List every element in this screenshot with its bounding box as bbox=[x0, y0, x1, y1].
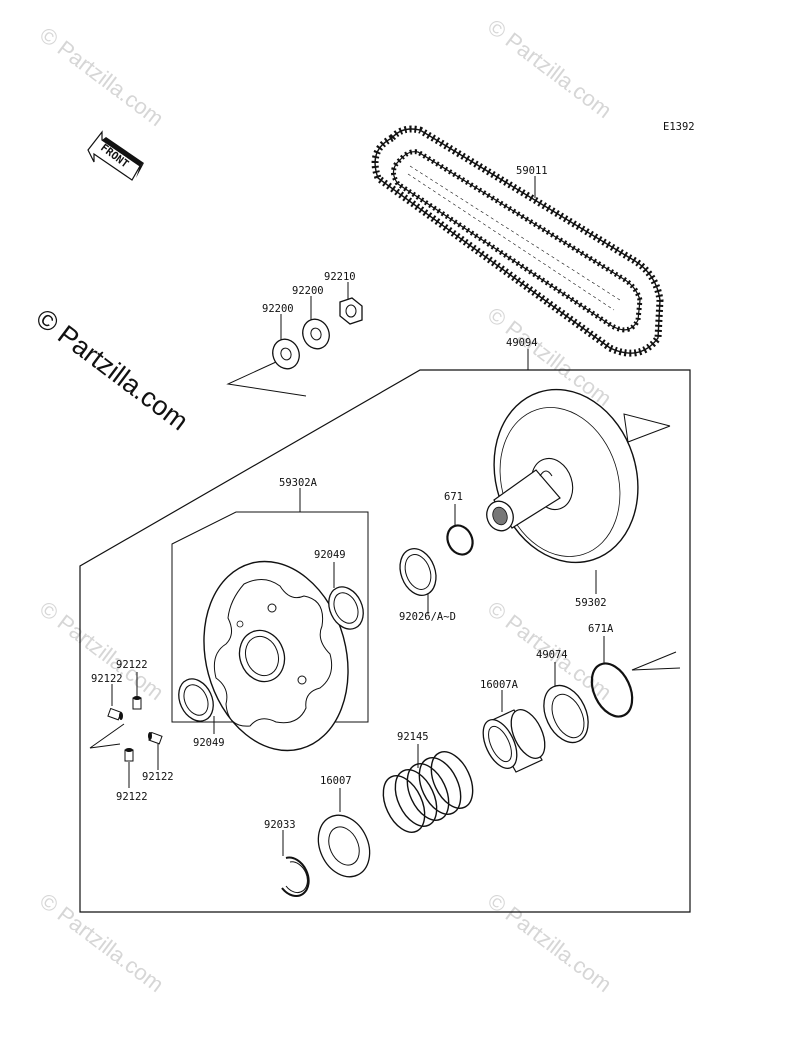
label-671A: 671A bbox=[588, 623, 614, 635]
label-16007: 16007 bbox=[320, 775, 352, 787]
watermark-bl: © Partzilla.com bbox=[35, 888, 168, 997]
reference-arrow-oring bbox=[631, 651, 681, 671]
watermark-large: © Partzilla.com bbox=[30, 303, 193, 436]
label-59302: 59302 bbox=[575, 597, 607, 609]
bushing-92049-top bbox=[328, 586, 364, 630]
watermark-tl: © Partzilla.com bbox=[35, 22, 168, 131]
bushing-92049-bottom bbox=[178, 678, 214, 722]
label-92122-3: 92122 bbox=[142, 771, 174, 783]
cam-16007A bbox=[482, 709, 546, 773]
label-92033: 92033 bbox=[264, 819, 296, 831]
label-92210: 92210 bbox=[324, 271, 356, 283]
drive-belt-59011 bbox=[371, 125, 664, 357]
label-16007A: 16007A bbox=[480, 679, 519, 691]
label-92026: 92026/A~D bbox=[399, 611, 456, 623]
oring-671A bbox=[590, 662, 634, 718]
reference-arrow-sheave bbox=[623, 413, 671, 443]
label-92122-2: 92122 bbox=[91, 673, 123, 685]
shim-92026 bbox=[399, 548, 437, 596]
label-92145: 92145 bbox=[397, 731, 429, 743]
slider-92122-3 bbox=[148, 731, 163, 745]
reference-arrow-washers bbox=[226, 361, 307, 397]
front-arrow-icon: FRONT bbox=[87, 130, 144, 181]
slider-92122-1 bbox=[132, 696, 142, 710]
movable-sheave-group-outline bbox=[171, 511, 369, 723]
label-59011: 59011 bbox=[516, 165, 548, 177]
watermark-ml: © Partzilla.com bbox=[35, 596, 168, 705]
label-92049-top: 92049 bbox=[314, 549, 346, 561]
slider-92122-4 bbox=[124, 748, 134, 762]
reference-arrow-sliders bbox=[89, 723, 125, 749]
ramp-49074 bbox=[543, 684, 589, 744]
assembly-outline bbox=[79, 369, 691, 913]
movable-sheave-59302A bbox=[203, 560, 349, 752]
cam-16007 bbox=[317, 814, 371, 878]
label-49074: 49074 bbox=[536, 649, 568, 661]
label-92122-4: 92122 bbox=[116, 791, 148, 803]
label-92200-a: 92200 bbox=[262, 303, 294, 315]
oring-671 bbox=[446, 524, 474, 556]
label-49094: 49094 bbox=[506, 337, 538, 349]
label-92122-1: 92122 bbox=[116, 659, 148, 671]
diagram-code: E1392 bbox=[663, 121, 695, 133]
watermark-tr: © Partzilla.com bbox=[483, 14, 616, 123]
washer-92200-b bbox=[302, 318, 330, 350]
watermark-br: © Partzilla.com bbox=[483, 888, 616, 997]
label-59302A: 59302A bbox=[279, 477, 318, 489]
fixed-sheave-59302 bbox=[486, 388, 639, 564]
nut-92210 bbox=[339, 297, 363, 325]
label-92049-bottom: 92049 bbox=[193, 737, 225, 749]
label-92200-b: 92200 bbox=[292, 285, 324, 297]
slider-92122-2 bbox=[107, 707, 123, 721]
washer-92200-a bbox=[272, 338, 300, 370]
circlip-92033 bbox=[281, 856, 310, 897]
spring-92145 bbox=[382, 751, 474, 833]
label-671: 671 bbox=[444, 491, 463, 503]
